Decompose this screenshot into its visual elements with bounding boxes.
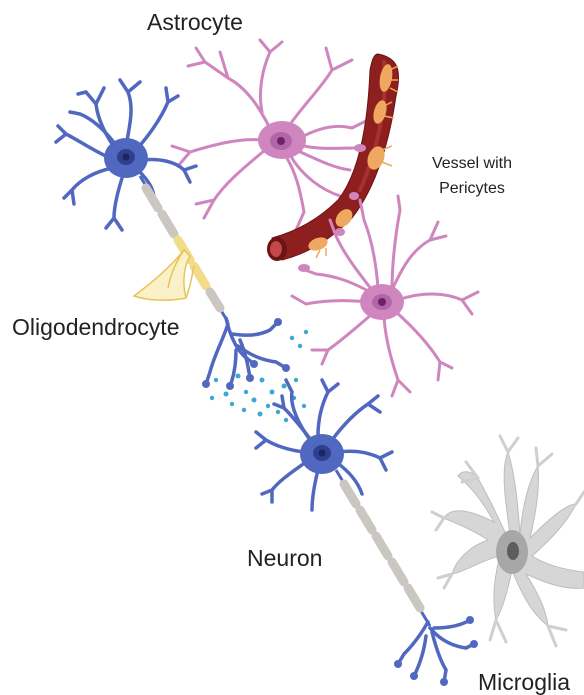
neuron-upper	[56, 80, 196, 230]
vessel-label-line2: Pericytes	[420, 177, 524, 202]
microglia-nucleus	[507, 542, 519, 560]
astrocyte-lower-nucleus	[378, 298, 386, 306]
microglia-label: Microglia	[478, 671, 570, 694]
axon-terminal-lower	[398, 620, 474, 682]
vessel-label: Vessel with Pericytes	[420, 152, 524, 202]
microglia-cell	[432, 436, 584, 646]
axon-lower	[336, 470, 430, 626]
neuron-label: Neuron	[247, 547, 322, 570]
oligodendrocyte-cell	[134, 250, 194, 300]
blood-vessel	[267, 54, 399, 272]
axon-terminal-upper	[206, 318, 286, 386]
oligodendrocyte-label: Oligodendrocyte	[12, 316, 180, 339]
neuron-lower	[256, 380, 392, 510]
vessel-label-line1: Vessel with	[420, 152, 524, 177]
astrocyte-label: Astrocyte	[147, 11, 243, 34]
astrocyte-upper-nucleus	[277, 137, 285, 145]
